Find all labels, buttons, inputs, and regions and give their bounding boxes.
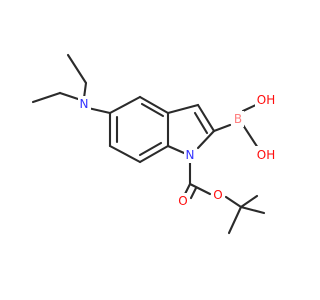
amine-nitrogen-label: N — [80, 97, 89, 111]
bond-c2-n1 — [196, 129, 216, 150]
indole-nitrogen-label: N — [186, 148, 195, 162]
hydroxyl-bottom-label: OH — [257, 148, 275, 162]
bond-tbu-ch3-bottom — [227, 205, 243, 235]
bond-c3-c2 — [196, 103, 216, 133]
bond-tbu-ch3-right — [239, 205, 266, 215]
bond-carbonyl-o-ester — [188, 182, 212, 196]
hydroxyl-top-label: OH — [257, 93, 275, 107]
molecule-structure: N N B OH OH O O — [31, 53, 277, 235]
bond-layer — [31, 53, 266, 235]
ester-oxygen-label: O — [213, 188, 222, 202]
bond-c7-c7-double — [138, 141, 163, 157]
bond-c3-c2-double — [193, 111, 209, 135]
bond-b-oh-bottom — [241, 123, 260, 150]
bond-carbonyl-o-double2 — [189, 186, 198, 200]
bond-c7-c6 — [108, 144, 142, 164]
bond-ethyl2-n — [58, 91, 80, 101]
carbonyl-oxygen-label: O — [178, 194, 187, 208]
bond-n-c5 — [86, 106, 112, 115]
boron-label: B — [234, 112, 242, 126]
bond-n1-c7a — [166, 144, 186, 155]
bond-tbu-ch3-top — [239, 194, 259, 209]
bond-carbonyl-o-double1 — [183, 182, 192, 196]
bond-c4-c3a — [138, 95, 170, 115]
bond-ethyl1-ch3 — [66, 53, 88, 85]
bond-o-tbu — [224, 195, 243, 209]
bond-ethyl2-ch3 — [31, 91, 62, 104]
bond-ethyl1-n — [82, 81, 88, 100]
bond-c7a-c7 — [138, 144, 170, 164]
bond-c3a-c3a-double — [140, 102, 165, 118]
bond-c5-c4 — [108, 95, 142, 115]
atom-layer: N N B OH OH O O — [78, 91, 277, 209]
bond-c2-b — [212, 123, 232, 133]
bond-c3a-c3 — [166, 103, 200, 115]
